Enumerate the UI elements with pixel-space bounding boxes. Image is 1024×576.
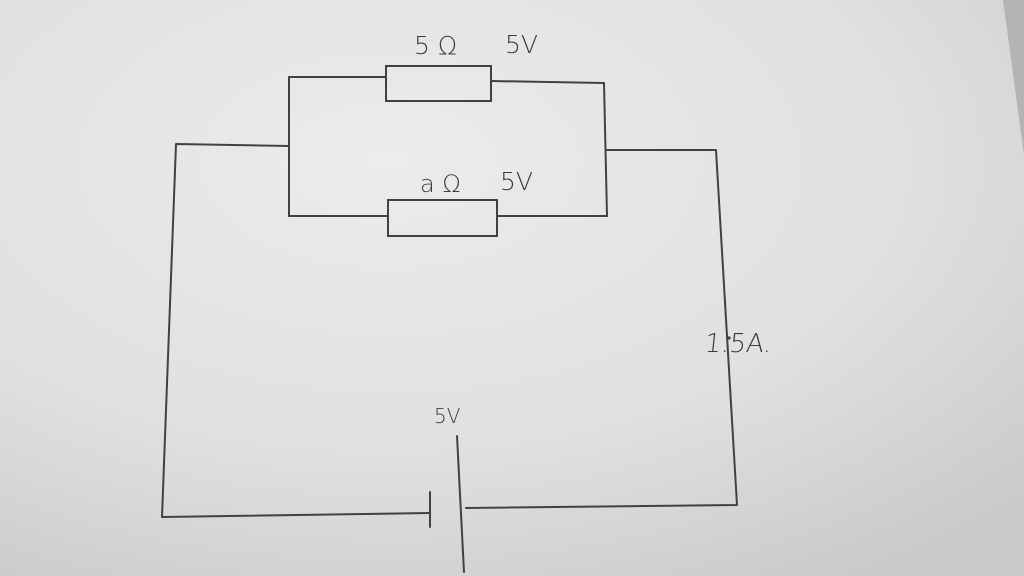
wire-top-right: [490, 80, 605, 84]
resistor-bottom: [387, 199, 498, 237]
current-label: 1.5A.: [703, 329, 773, 359]
resistor-bottom-voltage-label: 5V: [500, 167, 533, 196]
junction-dot: [727, 336, 731, 340]
wire-outer-left: [161, 143, 431, 518]
resistor-top-resistance-label: 5 Ω: [414, 31, 457, 60]
resistor-bottom-resistance-label: a Ω: [420, 170, 461, 198]
wire-outer-right: [465, 149, 738, 509]
battery-voltage-label: 5V: [434, 404, 461, 428]
resistor-top: [385, 65, 492, 102]
desk-surface: [1003, 0, 1024, 155]
battery-long-plate: [456, 435, 465, 573]
resistor-top-voltage-label: 5V: [505, 30, 538, 59]
wire-parallel-right: [603, 82, 608, 217]
